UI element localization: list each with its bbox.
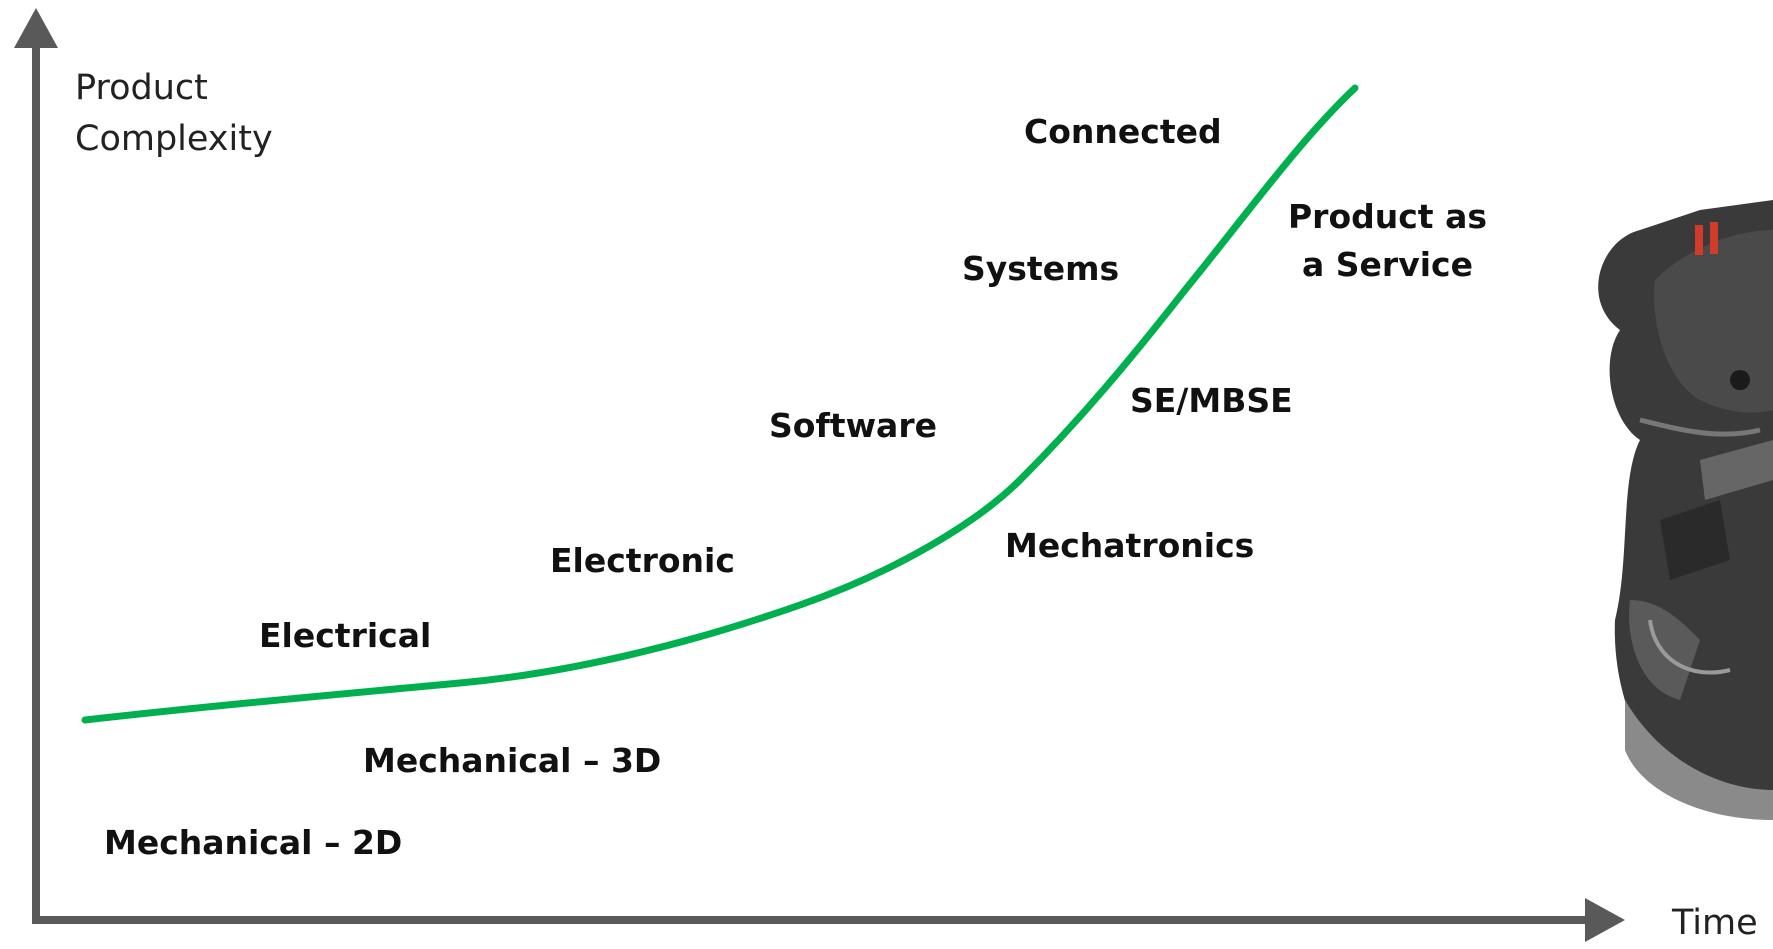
- label-product-service-line2: a Service: [1302, 244, 1473, 284]
- label-electronic: Electronic: [550, 541, 735, 580]
- label-product-as-a-service: Product as a Service: [1288, 193, 1487, 289]
- label-electrical: Electrical: [259, 616, 432, 655]
- label-mechatronics: Mechatronics: [1005, 526, 1255, 565]
- label-systems: Systems: [962, 249, 1120, 288]
- complexity-curve: [81, 84, 1359, 724]
- y-axis-label-line1: Product: [75, 68, 208, 108]
- x-axis-arrow-icon: [1585, 898, 1625, 942]
- y-axis: [14, 8, 58, 920]
- label-mechanical-2d: Mechanical – 2D: [104, 823, 403, 862]
- label-product-service-line1: Product as: [1288, 197, 1487, 236]
- x-axis: [32, 898, 1625, 942]
- y-axis-arrow-icon: [14, 8, 58, 48]
- label-se-mbse: SE/MBSE: [1130, 381, 1293, 420]
- label-connected: Connected: [1024, 112, 1222, 151]
- label-software: Software: [769, 406, 937, 445]
- y-axis-label-line2: Complexity: [75, 118, 273, 159]
- x-axis-label: Time: [1672, 903, 1758, 943]
- engine-photo: [1598, 200, 1773, 820]
- y-axis-label: Product Complexity: [75, 63, 273, 165]
- label-mechanical-3d: Mechanical – 3D: [363, 741, 662, 780]
